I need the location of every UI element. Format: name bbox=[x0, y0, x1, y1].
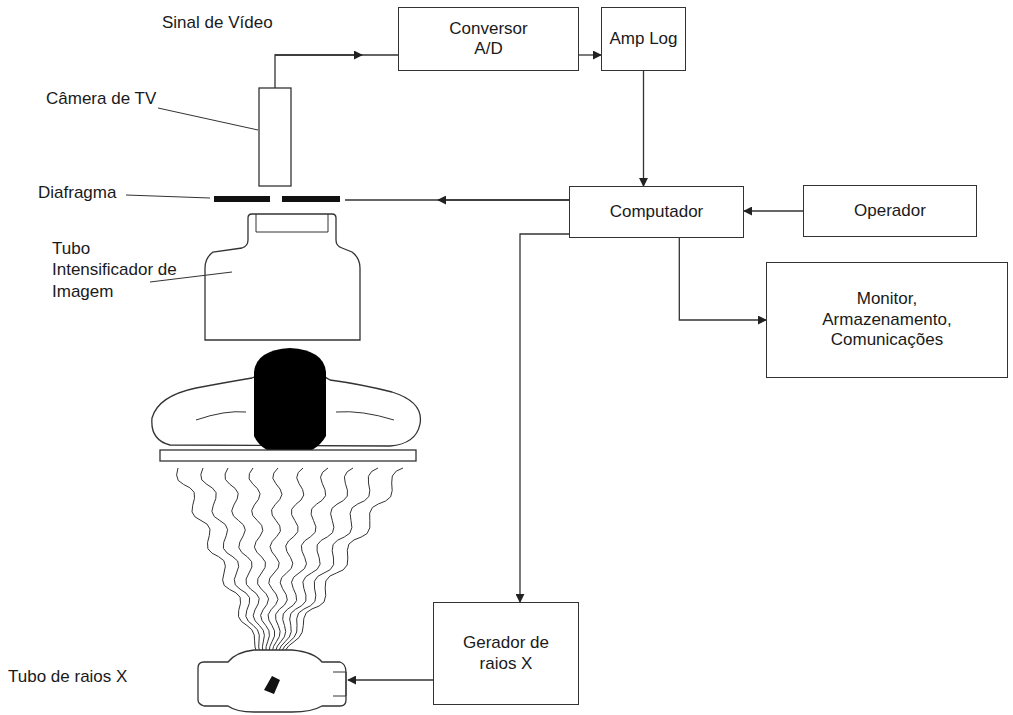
x-ray bbox=[201, 468, 270, 678]
x-ray bbox=[268, 468, 282, 678]
box-label: Conversor A/D bbox=[434, 19, 544, 60]
box-label: Gerador de raios X bbox=[456, 633, 556, 674]
feed-line bbox=[348, 679, 433, 680]
x-ray bbox=[270, 468, 378, 678]
box-text-group: Monitor, Armazenamento, Comunicações bbox=[812, 289, 962, 350]
leader-line bbox=[158, 108, 258, 130]
box-text-group: Gerador de raios X bbox=[456, 633, 556, 674]
x-ray bbox=[270, 468, 328, 678]
box-label: Amp Log bbox=[609, 29, 677, 49]
process-box: Computador bbox=[569, 186, 744, 238]
part-label: Diafragma bbox=[38, 182, 116, 203]
diaphragm-blade bbox=[214, 196, 270, 202]
intensifier-step bbox=[256, 214, 328, 232]
process-box: Operador bbox=[803, 185, 977, 237]
part-label: Tubo Intensificador de Imagem bbox=[52, 238, 180, 302]
x-ray bbox=[249, 468, 270, 678]
video-signal-arrow bbox=[275, 54, 362, 55]
x-ray bbox=[225, 468, 270, 678]
connector-arrow bbox=[744, 210, 803, 211]
leader-line bbox=[126, 195, 210, 198]
process-box: Amp Log bbox=[601, 7, 686, 71]
connector-arrow bbox=[643, 71, 644, 186]
tv-camera bbox=[259, 88, 291, 186]
tube-end bbox=[333, 672, 346, 696]
diaphragm-blade bbox=[282, 196, 340, 202]
box-text-group: Conversor A/D bbox=[434, 19, 544, 60]
box-label: Operador bbox=[854, 201, 926, 221]
video-signal-line bbox=[275, 55, 398, 88]
box-text-group: Amp Log bbox=[609, 29, 677, 49]
box-text-group: Operador bbox=[854, 201, 926, 221]
x-ray-target bbox=[264, 676, 280, 694]
part-label: Sinal de Vídeo bbox=[162, 12, 273, 33]
process-box: Conversor A/D bbox=[398, 7, 579, 71]
x-ray-tube bbox=[198, 650, 346, 712]
control-arrow bbox=[438, 199, 569, 200]
x-ray bbox=[270, 468, 403, 678]
box-label: Monitor, Armazenamento, Comunicações bbox=[812, 289, 962, 350]
part-label: Tubo de raios X bbox=[8, 666, 127, 687]
process-box: Gerador de raios X bbox=[433, 602, 579, 705]
x-ray-beam bbox=[177, 468, 403, 678]
connector-arrow bbox=[679, 238, 766, 320]
box-text-group: Computador bbox=[610, 202, 704, 222]
connector-arrow bbox=[579, 54, 601, 55]
connector-arrow bbox=[520, 234, 569, 602]
patient-head bbox=[254, 348, 326, 456]
part-label: Câmera de TV bbox=[46, 88, 156, 109]
x-ray bbox=[177, 468, 270, 678]
image-intensifier bbox=[205, 214, 360, 340]
box-label: Computador bbox=[610, 202, 704, 222]
patient-table bbox=[160, 450, 416, 461]
control-line bbox=[345, 199, 569, 200]
x-ray bbox=[270, 468, 353, 678]
process-box: Monitor, Armazenamento, Comunicações bbox=[766, 262, 1008, 378]
